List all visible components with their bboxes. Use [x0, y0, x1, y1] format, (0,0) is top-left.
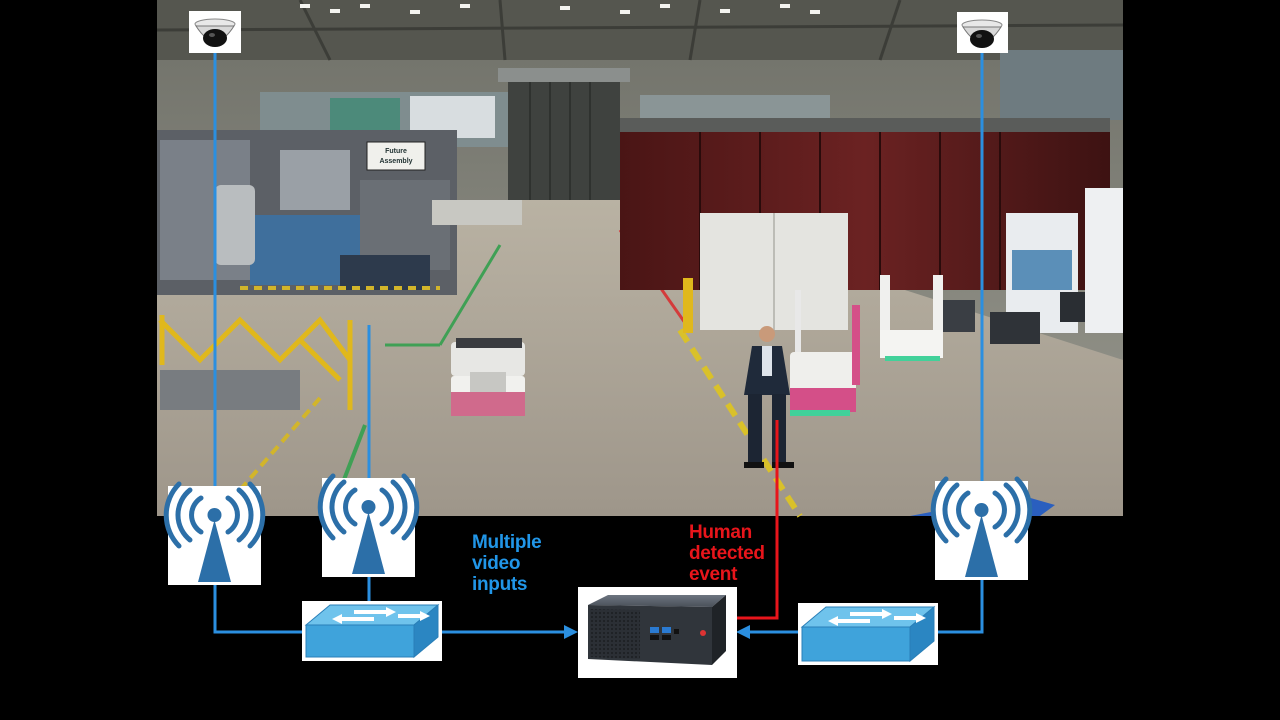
network-lines [213, 52, 984, 634]
video-label-line: Multiple [472, 532, 542, 553]
factory-photo: Future Assembly [156, 0, 1124, 518]
arrowheads [564, 625, 750, 639]
video-label-line: video [472, 553, 521, 574]
dome-camera-icon [189, 11, 241, 53]
wireless-access-point-icon [317, 473, 420, 577]
event-label-line: detected [689, 543, 765, 564]
network-switch-icon [302, 601, 442, 661]
agv-left [451, 338, 525, 416]
network-switch-icon [798, 603, 938, 665]
future-assembly-sign: Future Assembly [366, 141, 426, 171]
svg-text:Future: Future [385, 148, 407, 155]
agv-center [790, 290, 860, 416]
video-label-line: inputs [472, 574, 528, 595]
multiple-video-inputs-label: Multiple video inputs [472, 532, 542, 595]
dome-camera-icon [957, 12, 1008, 53]
agv-right [880, 275, 943, 361]
human-detected-event-label: Human detected event [689, 522, 765, 585]
mini-pc-icon [578, 587, 737, 678]
svg-text:Assembly: Assembly [379, 158, 412, 165]
wireless-access-point-icon [163, 481, 266, 585]
wireless-access-point-icon [930, 476, 1033, 580]
event-label-line: event [689, 564, 738, 585]
event-label-line: Human [689, 522, 752, 543]
